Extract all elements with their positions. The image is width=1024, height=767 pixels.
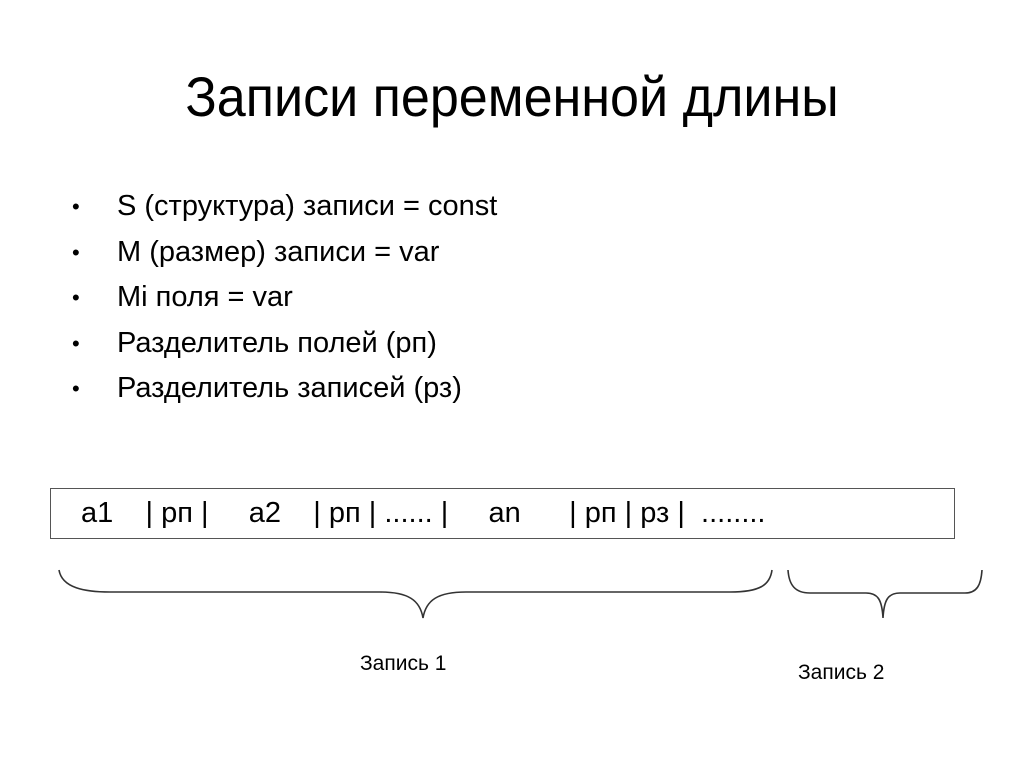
bullet-text: Mi поля = var [117,281,293,313]
bullet-icon: • [72,330,80,356]
bullet-item: • Mi поля = var [72,275,497,321]
bullet-icon: • [72,285,80,310]
bullet-item: • M (размер) записи = var [72,230,497,276]
slide-title: Записи переменной длины [185,65,839,128]
bullet-text: Разделитель полей (рп) [117,326,437,359]
bullet-list: • S (структура) записи = const • M (разм… [72,184,497,412]
record-layout-box: a1 | рп | a2 | рп | ...... | an | рп | р… [50,488,955,539]
bullet-icon: • [72,239,80,265]
record-2-label: Запись 2 [798,661,885,684]
bullet-text: Разделитель записей (рз) [117,372,462,404]
bullet-text: M (размер) записи = var [117,235,440,268]
brace-record-2-icon [787,569,983,619]
bullet-text: S (структура) записи = const [117,190,498,222]
bullet-item: • S (структура) записи = const [72,184,497,230]
bullet-icon: • [72,376,80,401]
brace-record-1-icon [58,569,773,619]
bullet-item: • Разделитель полей (рп) [72,321,497,367]
bullet-icon: • [72,194,80,219]
record-layout-text: a1 | рп | a2 | рп | ...... | an | рп | р… [81,497,766,529]
record-1-label: Запись 1 [360,652,447,675]
bullet-item: • Разделитель записей (рз) [72,366,497,412]
